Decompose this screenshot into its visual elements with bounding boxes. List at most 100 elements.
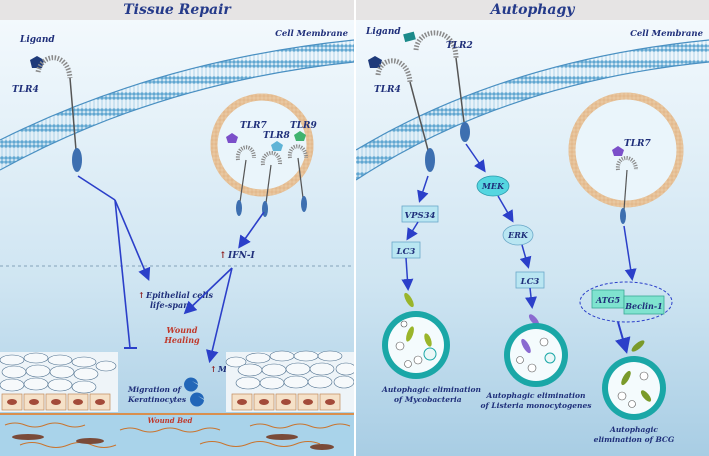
lc3-label-a: LC3: [396, 247, 416, 257]
tlr-to-ifn-arrow: [238, 211, 265, 249]
tlr9-stem: [297, 157, 304, 199]
tlr4-to-vps34-arrow: [417, 175, 429, 203]
membrane-inner-edge: [356, 61, 709, 181]
bcg-label-1: Autophagic: [609, 425, 658, 434]
epithelium-right: [225, 350, 354, 412]
wound-bed-label: Wound Bed: [148, 416, 193, 425]
mmps-up-arrow: ↑: [210, 364, 217, 374]
erk-node: [502, 224, 534, 246]
dermis: [0, 412, 354, 456]
mycobacterium-icon: [404, 292, 414, 308]
ligand-shape: [368, 56, 382, 68]
endosome-lipids: [210, 93, 314, 197]
tlr7-to-complex-arrow: [623, 225, 637, 281]
erk-to-lc3-arrow: [519, 244, 532, 269]
tlr4-tir-domain: [425, 148, 435, 172]
tlr2-stem: [455, 57, 465, 123]
tlr8-label: TLR8: [263, 131, 291, 141]
tlr9-receptor: [287, 144, 308, 159]
ifn-up-arrow: ↑: [219, 251, 227, 261]
lc3-to-bacteria-arrow: [401, 257, 414, 291]
membrane-outer-edge: [356, 39, 709, 151]
bcg-label-2: elimination of BCG: [594, 435, 675, 444]
tlr7-label: TLR7: [624, 139, 652, 149]
autophagosome-bcg: [602, 356, 666, 420]
wound-healing-label-1: Wound: [167, 325, 198, 335]
endosome-lipids: [568, 92, 684, 208]
vps34-box: [401, 205, 439, 223]
cell-membrane-label: Cell Membrane: [275, 29, 349, 39]
tlr2-ligand: [403, 31, 416, 43]
tissue-repair-panel: Ligand TLR4 Cell Membrane TLR7 TLR8: [0, 0, 354, 456]
to-mmps-arrow: [206, 267, 233, 364]
tlr4-receptor: [35, 55, 73, 79]
tlr2-to-mek-arrow: [465, 143, 486, 173]
mek-node: [476, 175, 510, 197]
ligand-label: Ligand: [365, 27, 401, 37]
membrane-inner-edge: [0, 61, 354, 171]
tlr2-label: TLR2: [446, 41, 473, 51]
tlr9-tir-domain: [301, 196, 307, 212]
to-epithelial-arrow: [114, 199, 151, 281]
ifn-label: IFN-I: [227, 251, 256, 261]
listeria-icon: [528, 314, 540, 326]
tlr7-ligand: [226, 133, 238, 143]
tlr7-stem: [623, 169, 628, 211]
autophagy-diagram: Cell Membrane Ligand TLR4 TLR2 VPS34 LC3: [356, 20, 709, 456]
epithelial-label-1: Epithelial cells: [145, 290, 213, 300]
membrane-outer-edge: [0, 39, 354, 141]
myco-label-1: Autophagic elimination: [381, 385, 481, 394]
to-wound-healing-arrow: [183, 267, 233, 315]
tissue-repair-title: Tissue Repair: [0, 0, 354, 20]
mek-label: MEK: [481, 181, 505, 191]
epithelium-left: [0, 352, 118, 412]
tlr4-tir-domain: [72, 148, 82, 172]
to-migration-arrow: [114, 199, 131, 349]
tlr4-label: TLR4: [374, 85, 401, 95]
tlr7-ligand: [612, 146, 624, 156]
tlr4-label: TLR4: [12, 85, 39, 95]
autophagosome-mycobacteria: [382, 311, 450, 379]
tlr7-receptor: [615, 156, 638, 171]
mmp-enzyme-icon: [184, 377, 198, 392]
tlr7-label: TLR7: [240, 121, 268, 131]
tlr7-tir-domain: [620, 208, 626, 224]
tlr8-receptor: [260, 151, 282, 166]
lc3-label-b: LC3: [520, 277, 540, 287]
tlr7-receptor: [235, 145, 256, 161]
autophagy-panel: Cell Membrane Ligand TLR4 TLR2 VPS34 LC3: [356, 0, 709, 456]
epithelial-up-arrow: ↑: [138, 290, 145, 300]
atg5-label: ATG5: [595, 295, 621, 305]
tlr2-receptor: [413, 30, 459, 59]
tlr4-branch-arrow: [77, 175, 116, 201]
tlr7-stem: [239, 159, 247, 203]
beclin-box: [623, 295, 665, 315]
tlr4-stem: [409, 81, 429, 151]
autophagy-title: Autophagy: [356, 0, 709, 20]
atg5-beclin-complex: [579, 281, 673, 323]
cell-membrane: [0, 40, 354, 170]
tlr4-receptor: [375, 58, 413, 83]
ligand-label: Ligand: [19, 35, 55, 45]
wound-healing-label-2: Healing: [163, 335, 200, 345]
complex-to-bcg-arrow: [615, 321, 631, 354]
tlr9-label: TLR9: [290, 121, 318, 131]
bcg-icon: [631, 340, 645, 352]
listeria-label-1: Autophagic elimination: [486, 391, 586, 400]
fibroblasts: [12, 434, 334, 450]
mek-to-erk-arrow: [497, 195, 514, 223]
mmp-enzyme-icon-2: [190, 392, 204, 407]
cell-membrane: [356, 40, 709, 180]
tlr9-ligand: [294, 131, 306, 141]
tissue-repair-diagram: Ligand TLR4 Cell Membrane TLR7 TLR8: [0, 20, 354, 456]
erk-label: ERK: [507, 230, 529, 240]
epithelial-label-2: life-span: [150, 300, 189, 310]
panel-divider: [354, 0, 356, 456]
collagen-fibers: [4, 422, 351, 448]
tlr8-ligand: [271, 141, 283, 151]
beclin-label: Beclin-1: [624, 301, 663, 311]
tlr7-tir-domain: [236, 200, 242, 216]
autophagosome-listeria: [504, 323, 568, 387]
tlr4-stem: [69, 77, 77, 151]
migration-label-2: Keratinocytes: [127, 395, 187, 404]
